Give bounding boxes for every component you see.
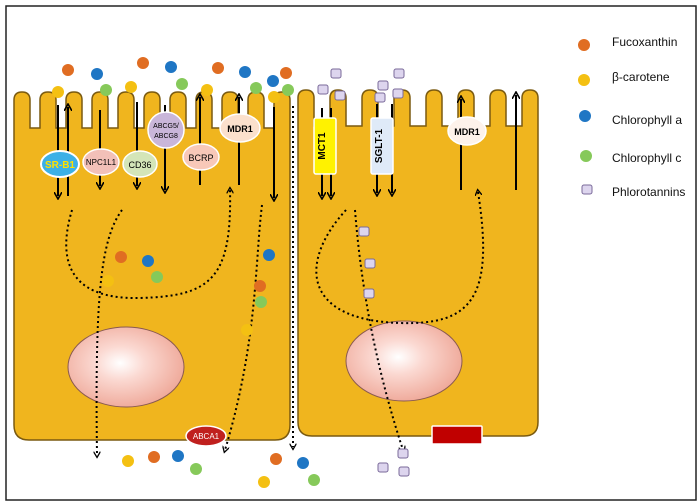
- label-mct1: MCT1: [317, 132, 328, 160]
- particle-phlorotannin: [335, 91, 345, 100]
- legend-label-fucoxanthin: Fucoxanthin: [612, 35, 677, 49]
- transporter-npc1l1: NPC1L1: [83, 149, 119, 175]
- label-bcrp: BCRP: [188, 153, 213, 163]
- label-sr-b1: SR-B1: [45, 160, 75, 171]
- particle-phlorotannin: [394, 69, 404, 78]
- transporter-cd36: CD36: [123, 151, 157, 177]
- particle-chlorophyll-c: [100, 84, 112, 96]
- legend-label-chlorophyll-a: Chlorophyll a: [612, 113, 682, 127]
- particle-fucoxanthin: [137, 57, 149, 69]
- particle-beta-carotene: [52, 86, 64, 98]
- label-mdr1-left: MDR1: [227, 124, 253, 134]
- transporter-abcg5-abcg8: ABCG5/ ABCG8: [148, 112, 184, 148]
- particle-beta-carotene: [201, 84, 213, 96]
- particle-chlorophyll-c: [250, 82, 262, 94]
- legend-item-beta-carotene: β-carotene: [578, 70, 670, 86]
- legend-item-phlorotannins: Phlorotannins: [582, 185, 685, 199]
- particle-chlorophyll-a: [267, 75, 279, 87]
- basolateral-carotenoid-particles: [122, 450, 320, 488]
- legend-label-phlorotannins: Phlorotannins: [612, 185, 685, 199]
- transporter-bcrp: BCRP: [183, 144, 219, 170]
- label-abcg5: ABCG5/: [153, 123, 179, 130]
- particle-chlorophyll-a: [165, 61, 177, 73]
- particle-beta-carotene: [125, 81, 137, 93]
- legend-item-fucoxanthin: Fucoxanthin: [578, 35, 677, 51]
- transporter-sr-b1: SR-B1: [41, 151, 79, 177]
- label-mdr1-right: MDR1: [454, 127, 480, 137]
- transporter-sglt1: SGLT-1: [371, 118, 393, 174]
- particle-chlorophyll-a: [91, 68, 103, 80]
- particle-phlorotannin: [393, 89, 403, 98]
- particle-fucoxanthin: [212, 62, 224, 74]
- particle-phlorotannin: [331, 69, 341, 78]
- particle-beta-carotene: [268, 91, 280, 103]
- basolateral-transporter-box: [432, 426, 482, 444]
- particle-chlorophyll-c: [176, 78, 188, 90]
- label-npc1l1: NPC1L1: [86, 158, 117, 167]
- legend-item-chlorophyll-c: Chlorophyll c: [580, 150, 681, 165]
- legend-label-beta-carotene: β-carotene: [612, 70, 670, 84]
- particle-phlorotannin: [378, 81, 388, 90]
- label-abca1: ABCA1: [193, 432, 220, 441]
- transporter-mdr1-left: MDR1: [220, 114, 260, 142]
- transporter-abca1: ABCA1: [186, 426, 226, 446]
- legend-label-chlorophyll-c: Chlorophyll c: [612, 151, 681, 165]
- particle-chlorophyll-a: [239, 66, 251, 78]
- label-abcg8: ABCG8: [154, 133, 178, 140]
- label-sglt1: SGLT-1: [374, 128, 385, 163]
- transporter-mct1: MCT1: [314, 118, 336, 174]
- label-cd36: CD36: [128, 160, 151, 170]
- legend-item-chlorophyll-a: Chlorophyll a: [579, 110, 682, 127]
- left-nucleus: [68, 327, 184, 407]
- particle-phlorotannin: [375, 93, 385, 102]
- right-nucleus: [346, 321, 462, 401]
- basolateral-phlorotannin-particles: [378, 449, 409, 476]
- particle-chlorophyll-c: [282, 84, 294, 96]
- particle-phlorotannin: [318, 85, 328, 94]
- transporter-mdr1-right: MDR1: [448, 117, 486, 145]
- legend: Fucoxanthin β-carotene Chlorophyll a Chl…: [578, 35, 685, 199]
- particle-fucoxanthin: [280, 67, 292, 79]
- particle-fucoxanthin: [62, 64, 74, 76]
